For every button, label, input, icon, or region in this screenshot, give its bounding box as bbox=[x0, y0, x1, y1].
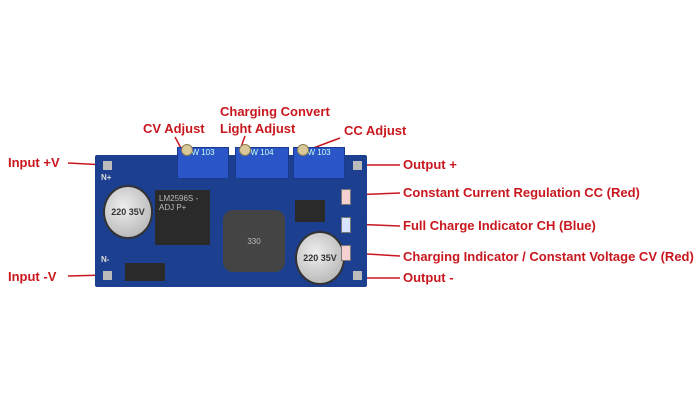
label-output-pos: Output + bbox=[403, 157, 457, 172]
silk-in-neg: N- bbox=[101, 255, 110, 264]
cap-label: 220 35V bbox=[111, 207, 145, 217]
pot-label: W 103 bbox=[307, 148, 331, 157]
pot-label: W 103 bbox=[191, 148, 215, 157]
cv-potentiometer[interactable]: W 103 bbox=[177, 144, 229, 179]
label-charging-convert: Charging Convert bbox=[220, 104, 330, 119]
input-neg-pad bbox=[103, 271, 112, 280]
diode bbox=[125, 263, 165, 281]
cap-label: 220 35V bbox=[303, 253, 337, 263]
output-capacitor: 220 35V bbox=[295, 231, 345, 285]
label-cv-led: Charging Indicator / Constant Voltage CV… bbox=[403, 249, 694, 264]
label-cc-led: Constant Current Regulation CC (Red) bbox=[403, 185, 640, 200]
inductor-label: 330 bbox=[247, 236, 261, 246]
label-input-pos: Input +V bbox=[8, 155, 60, 170]
label-cc-adjust: CC Adjust bbox=[344, 123, 407, 138]
label-cv-adjust: CV Adjust bbox=[143, 121, 205, 136]
output-pos-pad bbox=[353, 161, 362, 170]
label-light-adjust: Light Adjust bbox=[220, 121, 296, 136]
cc-led bbox=[341, 189, 351, 205]
control-ic bbox=[295, 200, 325, 222]
cv-led bbox=[341, 245, 351, 261]
lm2596-regulator: LM2596S -ADJ P+ bbox=[155, 190, 210, 245]
pot-label: W 104 bbox=[250, 148, 274, 157]
output-neg-pad bbox=[353, 271, 362, 280]
light-potentiometer[interactable]: W 104 bbox=[235, 144, 289, 179]
pcb-board: N+ N- W 103 W 104 W 103 220 35V 220 35V … bbox=[95, 144, 367, 287]
label-output-neg: Output - bbox=[403, 270, 454, 285]
label-ch-led: Full Charge Indicator CH (Blue) bbox=[403, 218, 596, 233]
silk-in-pos: N+ bbox=[101, 173, 112, 182]
input-capacitor: 220 35V bbox=[103, 185, 153, 239]
ch-led bbox=[341, 217, 351, 233]
cc-potentiometer[interactable]: W 103 bbox=[293, 144, 345, 179]
regulator-label: LM2596S -ADJ P+ bbox=[159, 194, 199, 212]
label-input-neg: Input -V bbox=[8, 269, 57, 284]
inductor: 330 bbox=[223, 210, 285, 272]
input-pos-pad bbox=[103, 161, 112, 170]
